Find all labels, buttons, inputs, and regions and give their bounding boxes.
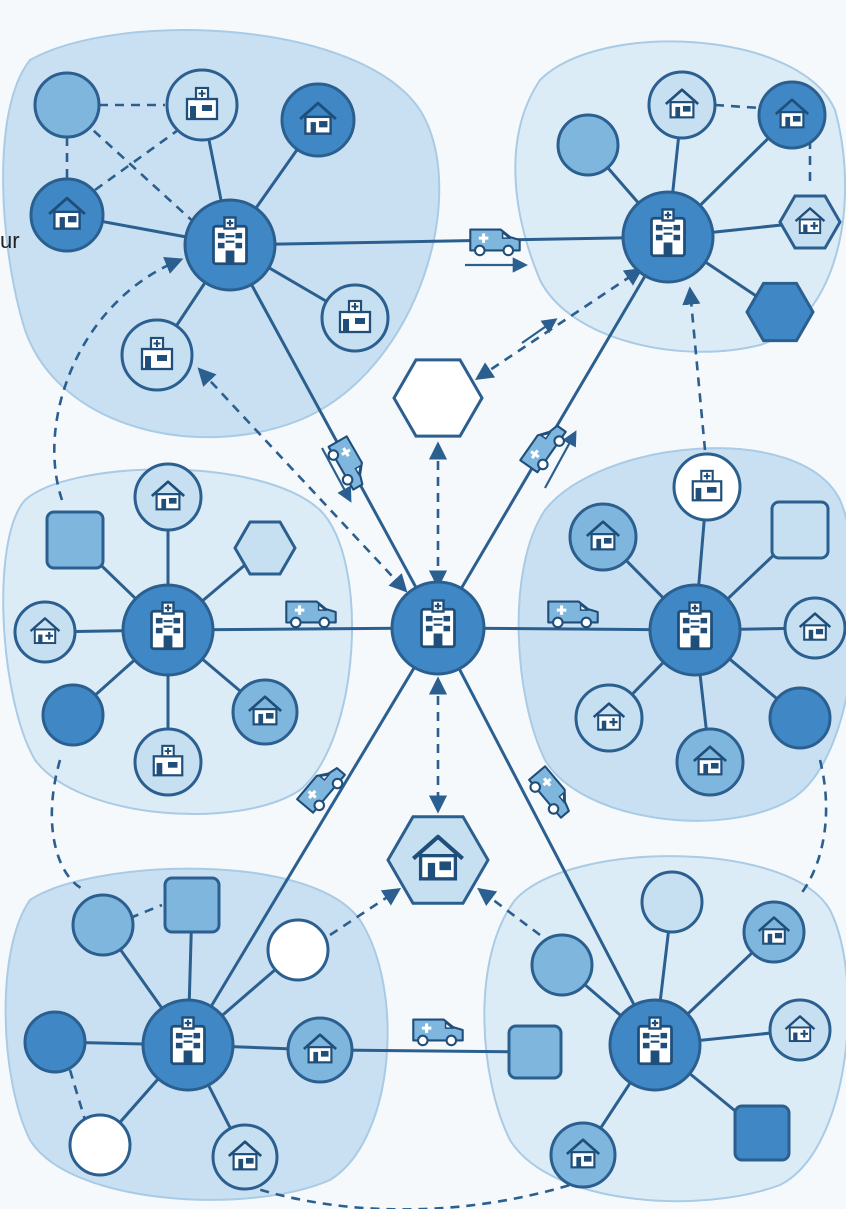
clinic-node <box>120 318 194 392</box>
hexagon-node <box>745 281 815 343</box>
nodes <box>13 68 846 1191</box>
house-node <box>647 70 717 140</box>
circle-node <box>556 113 620 177</box>
direction-arrows <box>321 257 577 503</box>
hub-hospital-top-right <box>621 190 715 284</box>
clinic-node <box>672 452 742 522</box>
square-node <box>770 500 830 560</box>
circle-node <box>530 933 594 997</box>
square-node <box>163 876 221 934</box>
clipped-edge-text: ur <box>0 228 20 253</box>
hub-hospital-bottom-right <box>608 998 702 1092</box>
house-node <box>783 596 846 660</box>
hub-hospital-middle-right <box>648 583 742 677</box>
house-plus-node <box>778 194 842 250</box>
hexagon-node-center <box>392 358 484 438</box>
house-node <box>286 1016 354 1084</box>
house-node <box>549 1121 617 1189</box>
square-node <box>45 510 105 570</box>
house-plus-node <box>13 600 77 664</box>
hexagon-node <box>233 520 297 576</box>
house-plus-node <box>574 683 644 753</box>
house-node <box>211 1123 279 1191</box>
house-node <box>133 462 203 532</box>
square-node <box>733 1104 791 1162</box>
ambulance-icon <box>411 1018 465 1047</box>
hub-hospital-bottom-left <box>141 998 235 1092</box>
ambulance-icon <box>518 418 572 477</box>
house-node <box>757 80 827 150</box>
ambulance-icon <box>468 228 522 257</box>
clinic-node <box>320 283 390 353</box>
hub-hospital-middle-left <box>121 583 215 677</box>
circle-node <box>71 893 135 957</box>
circle-node <box>266 918 330 982</box>
square-node <box>507 1024 563 1080</box>
hub-hospital-center <box>390 580 486 676</box>
house-node <box>29 177 105 253</box>
clinic-node <box>165 68 239 142</box>
circle-node <box>23 1010 87 1074</box>
clinic-node <box>133 727 203 797</box>
house-node <box>280 82 356 158</box>
house-node <box>231 678 299 746</box>
house-node <box>675 727 745 797</box>
house-plus-node <box>768 998 832 1062</box>
house-hexagon-node <box>386 815 490 905</box>
circle-node <box>41 683 105 747</box>
circle-node <box>640 870 704 934</box>
house-node <box>568 502 638 572</box>
circle-node <box>68 1113 132 1177</box>
house-node <box>742 900 806 964</box>
hub-hospital-top-left <box>183 198 277 292</box>
circle-node <box>768 686 832 750</box>
circle-node <box>33 71 101 139</box>
